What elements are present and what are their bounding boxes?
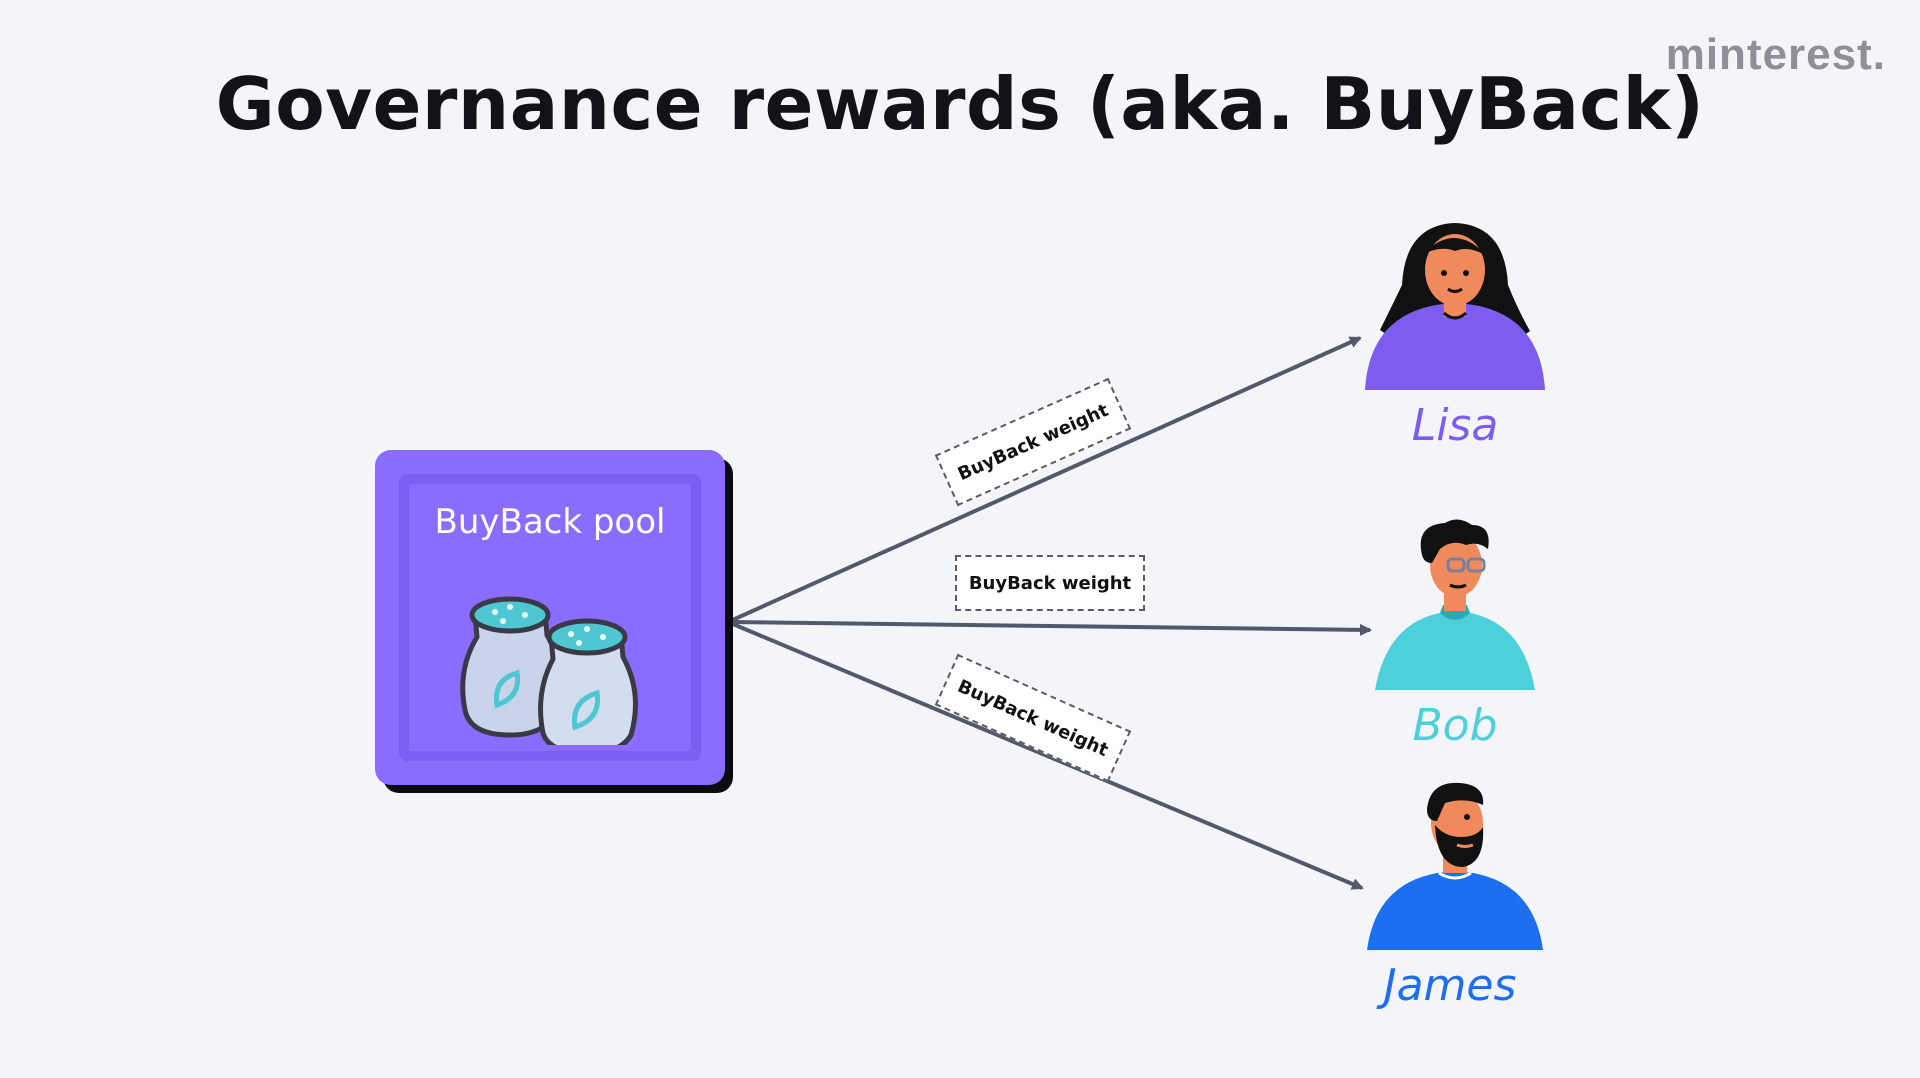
pool-label: BuyBack pool	[434, 502, 666, 542]
token-bags-icon	[460, 596, 638, 745]
arrow-to-lisa	[727, 336, 1362, 624]
recipient-name-james: James	[1383, 960, 1517, 1011]
man-glasses-avatar-icon	[1375, 519, 1535, 690]
bearded-man-avatar-icon	[1367, 782, 1543, 950]
arrow-to-bob	[727, 620, 1372, 636]
woman-avatar-icon	[1365, 223, 1545, 390]
brand-logo: minterest.	[1665, 30, 1886, 79]
arrow-to-james	[727, 620, 1364, 890]
slide-title: Governance rewards (aka. BuyBack)	[215, 62, 1705, 146]
buyback-pool-card: BuyBack pool	[375, 450, 725, 785]
weight-tag-bob: BuyBack weight	[955, 555, 1145, 611]
pool-card-frame	[399, 474, 701, 761]
recipient-name-lisa: Lisa	[1411, 400, 1499, 451]
recipient-name-bob: Bob	[1412, 700, 1498, 751]
